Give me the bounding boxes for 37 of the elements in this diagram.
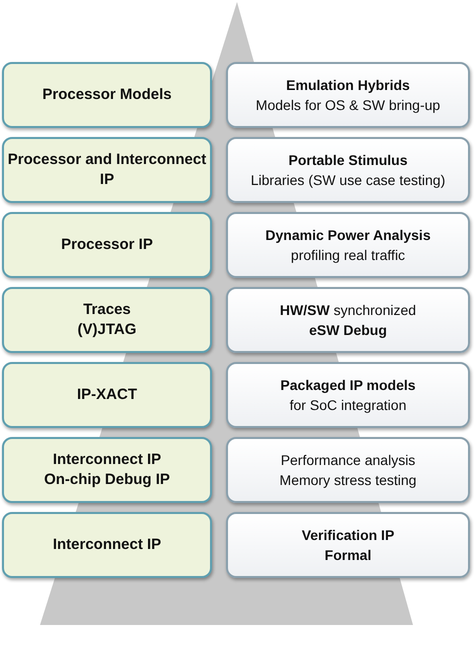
ip-box xyxy=(2,362,212,428)
ip-label: Traces xyxy=(83,300,131,320)
feature-description: Formal xyxy=(324,546,372,565)
feature-title: Portable Stimulus xyxy=(288,151,408,170)
ip-label: (V)JTAG xyxy=(78,320,136,340)
feature-title: Emulation Hybrids xyxy=(286,76,410,95)
use-case-box xyxy=(226,287,470,353)
feature-description: profiling real traffic xyxy=(290,246,406,265)
feature-description: Models for OS & SW bring-up xyxy=(256,96,440,115)
feature-description: Libraries (SW use case testing) xyxy=(250,171,446,190)
feature-description: eSW Debug xyxy=(309,321,387,340)
use-case-box xyxy=(226,137,470,203)
ip-label: Interconnect IP xyxy=(52,535,162,555)
use-case-box xyxy=(226,362,470,428)
feature-title: Verification IP xyxy=(302,526,394,545)
ip-label: Processor Models xyxy=(42,85,172,105)
use-case-box xyxy=(226,212,470,278)
ip-label: Processor and Interconnect IP xyxy=(7,150,207,190)
ip-box xyxy=(2,512,212,578)
ip-label: IP-XACT xyxy=(77,385,137,405)
feature-description: Memory stress testing xyxy=(280,471,416,490)
use-case-box xyxy=(226,437,470,503)
ip-box xyxy=(2,62,212,128)
use-case-box xyxy=(226,512,470,578)
ip-box xyxy=(2,437,212,503)
use-case-box xyxy=(226,62,470,128)
ip-box xyxy=(2,137,212,203)
feature-description: for SoC integration xyxy=(290,396,406,415)
feature-title: Dynamic Power Analysis xyxy=(265,226,431,245)
feature-title: Packaged IP models xyxy=(280,376,416,395)
ip-label: Interconnect IP xyxy=(52,450,162,470)
ip-box xyxy=(2,287,212,353)
ip-box xyxy=(2,212,212,278)
feature-title: Performance analysis xyxy=(280,451,416,470)
ip-label: On-chip Debug IP xyxy=(44,470,170,490)
ip-label: Processor IP xyxy=(61,235,153,255)
feature-title: HW/SW synchronized xyxy=(280,301,416,320)
